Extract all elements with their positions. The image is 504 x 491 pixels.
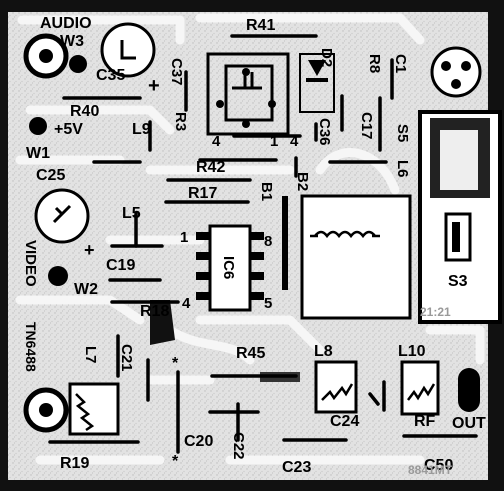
c35-plus: +: [148, 75, 160, 97]
label-w3: W3: [60, 33, 84, 50]
c20-star-bottom: *: [172, 453, 179, 470]
label-l8: L8: [314, 343, 333, 360]
c19-plus: +: [84, 240, 95, 260]
label-r41: R41: [246, 17, 275, 34]
rf-in-connector: [23, 387, 69, 433]
l10-coil: [400, 360, 440, 416]
label-c21: C21: [118, 344, 135, 372]
label-pin4: 4: [182, 295, 191, 312]
label-side-code: 21:21: [420, 305, 451, 319]
label-b2: B2: [294, 172, 311, 191]
l6-coil: [300, 194, 412, 320]
c35-capacitor: [100, 22, 156, 78]
label-c24: C24: [330, 413, 359, 430]
transistor-outline: [430, 46, 482, 98]
label-c50: C50: [424, 457, 453, 474]
label-s3: S3: [448, 273, 468, 290]
audio-connector: [23, 33, 69, 79]
label-pin1: 1: [180, 229, 188, 246]
label-w2: W2: [74, 281, 98, 298]
label-l7: L7: [82, 346, 99, 364]
label-r8: R8: [366, 54, 383, 73]
label-plus5v: +5V: [54, 121, 83, 138]
w1-pad: [29, 117, 47, 135]
component-strokes: [48, 34, 478, 454]
label-c22: C22: [230, 432, 247, 460]
label-r18: R18: [140, 303, 169, 320]
label-rf: RF: [414, 413, 436, 430]
label-c25: C25: [36, 167, 65, 184]
label-pcb-code: TN6488: [23, 322, 39, 372]
label-c23: C23: [282, 459, 311, 476]
w3-pad: [69, 55, 87, 73]
label-c20: C20: [184, 433, 213, 450]
label-out: OUT: [452, 415, 486, 432]
ic1-pads: [216, 68, 276, 128]
c25-capacitor: [34, 188, 90, 244]
label-d2: D2: [318, 48, 335, 67]
label-l6: L6: [394, 160, 411, 178]
s3-switch: [418, 110, 502, 324]
label-pin4b: 4: [290, 133, 299, 150]
label-video: VIDEO: [22, 240, 39, 287]
label-s5: S5: [394, 124, 411, 142]
label-pin4a: 4: [212, 133, 221, 150]
label-b1: B1: [258, 182, 275, 201]
label-w1: W1: [26, 145, 50, 162]
label-c35: C35: [96, 67, 125, 84]
b1-bar: [282, 196, 288, 290]
label-ic6: IC6: [220, 256, 237, 279]
label-l9: L9: [132, 121, 151, 138]
label-c17: C17: [358, 112, 375, 140]
rf-out-pad: [458, 368, 480, 412]
ic1-outline: [206, 52, 290, 136]
label-l10: L10: [398, 343, 426, 360]
label-r3: R3: [172, 112, 189, 131]
label-r42: R42: [196, 159, 225, 176]
copper-traces: [15, 13, 485, 465]
ic6-chip: [196, 224, 264, 312]
label-r45: R45: [236, 345, 265, 362]
label-l5: L5: [122, 205, 141, 222]
w2-pad: [48, 266, 68, 286]
d2-diode: [299, 53, 335, 113]
l8-coil: [314, 360, 358, 414]
label-c36: C36: [316, 118, 333, 146]
c20-star-top: *: [172, 355, 179, 372]
label-r40: R40: [70, 103, 99, 120]
label-c19: C19: [106, 257, 135, 274]
label-c37: C37: [168, 58, 185, 86]
label-audio: AUDIO: [40, 15, 92, 32]
label-pin5: 5: [264, 295, 272, 312]
label-pin8: 8: [264, 233, 272, 250]
label-pin1a: 1: [270, 133, 278, 150]
label-r17: R17: [188, 185, 217, 202]
label-c1: C1: [392, 54, 409, 73]
label-corner-code: 8841MT: [408, 463, 453, 477]
label-r19: R19: [60, 455, 89, 472]
l7-coil: [68, 382, 120, 436]
